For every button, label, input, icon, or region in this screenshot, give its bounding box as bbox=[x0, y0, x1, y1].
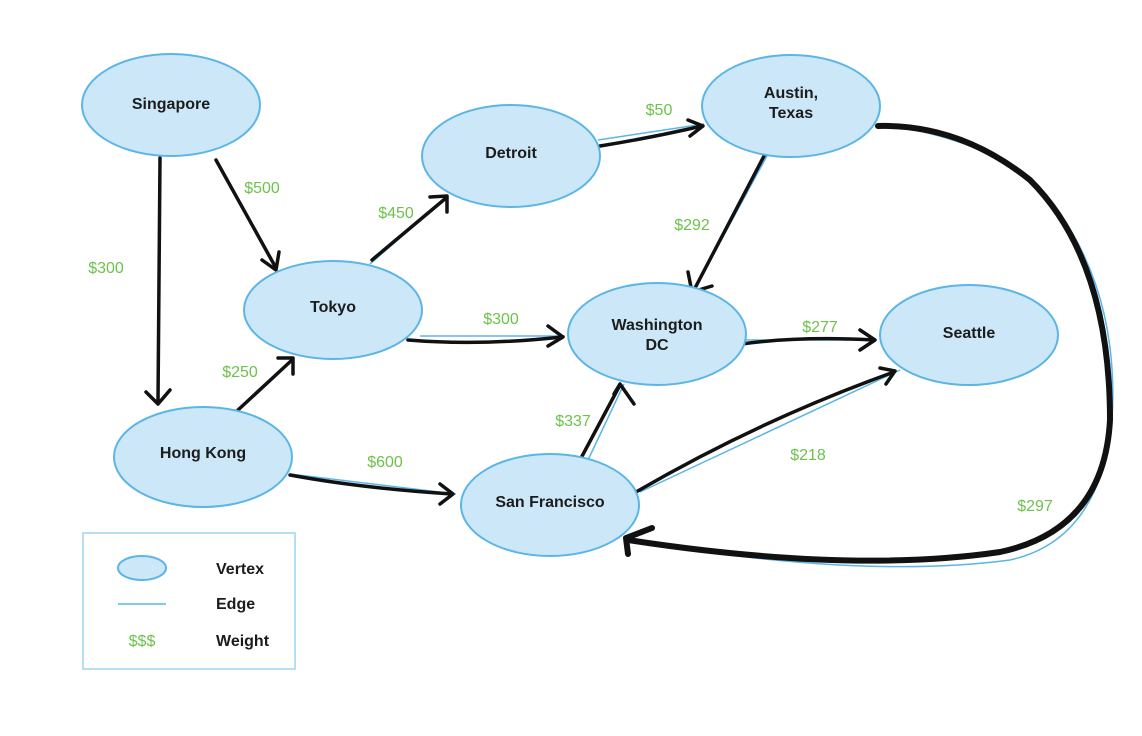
weight-hongkong-tokyo: $250 bbox=[222, 364, 258, 381]
vertex-tokyo[interactable]: Tokyo bbox=[243, 260, 423, 360]
vertex-seattle[interactable]: Seattle bbox=[879, 284, 1059, 386]
edge-singapore-hongkong bbox=[144, 156, 172, 406]
legend-vertex-swatch bbox=[117, 555, 167, 581]
vertex-singapore[interactable]: Singapore bbox=[81, 53, 261, 157]
legend-vertex-label: Vertex bbox=[216, 561, 264, 578]
edge-sanfrancisco-washington bbox=[578, 382, 636, 462]
legend-edge-label: Edge bbox=[216, 596, 255, 613]
legend-weight-label: Weight bbox=[216, 633, 270, 650]
weight-sanfrancisco-washington: $337 bbox=[555, 413, 591, 430]
vertex-label-tokyo: Tokyo bbox=[310, 299, 356, 316]
vertex-label-texas: Texas bbox=[769, 105, 813, 122]
edge-detroit-austin bbox=[597, 118, 705, 148]
edge-hongkong-tokyo bbox=[236, 356, 295, 412]
weight-tokyo-detroit: $450 bbox=[378, 205, 414, 222]
vertex-austin-texas[interactable]: Austin, Texas bbox=[701, 54, 881, 158]
edge-austin-sanfrancisco bbox=[623, 122, 1114, 568]
edge-washington-seattle bbox=[740, 328, 877, 352]
weight-singapore-tokyo: $500 bbox=[244, 180, 280, 197]
vertex-label-washington: Washington bbox=[612, 317, 703, 334]
legend: Vertex Edge $$$ Weight bbox=[82, 532, 296, 670]
vertex-label-detroit: Detroit bbox=[485, 145, 537, 162]
edge-tokyo-detroit bbox=[369, 194, 449, 265]
weight-singapore-hongkong: $300 bbox=[88, 260, 124, 277]
vertex-label-hong-kong: Hong Kong bbox=[160, 445, 246, 462]
vertex-san-francisco[interactable]: San Francisco bbox=[460, 453, 640, 557]
weight-washington-seattle: $277 bbox=[802, 319, 838, 336]
edge-singapore-tokyo bbox=[214, 158, 281, 272]
weight-labels: $300 $500 $450 $250 $300 $600 $50 $292 $… bbox=[88, 102, 1053, 515]
vertex-label-singapore: Singapore bbox=[132, 96, 210, 113]
weight-austin-sanfrancisco: $297 bbox=[1017, 498, 1053, 515]
edge-sanfrancisco-seattle bbox=[634, 366, 901, 494]
vertex-hong-kong[interactable]: Hong Kong bbox=[113, 406, 293, 508]
vertex-label-austin: Austin, bbox=[764, 85, 818, 102]
edge-tokyo-washington bbox=[406, 324, 565, 348]
weight-detroit-austin: $50 bbox=[646, 102, 673, 119]
vertex-detroit[interactable]: Detroit bbox=[421, 104, 601, 208]
edge-layer bbox=[144, 118, 1114, 568]
vertex-washington-dc[interactable]: Washington DC bbox=[567, 282, 747, 386]
weight-tokyo-washington: $300 bbox=[483, 311, 519, 328]
vertex-label-dc: DC bbox=[645, 337, 669, 354]
vertex-label-seattle: Seattle bbox=[943, 325, 996, 342]
legend-weight-symbol: $$$ bbox=[129, 633, 156, 650]
weight-austin-washington: $292 bbox=[674, 217, 710, 234]
weight-sanfrancisco-seattle: $218 bbox=[790, 447, 826, 464]
legend-box bbox=[82, 532, 296, 670]
edge-hongkong-sanfrancisco bbox=[288, 473, 457, 506]
vertex-label-san-francisco: San Francisco bbox=[495, 494, 605, 511]
weight-hongkong-sanfrancisco: $600 bbox=[367, 454, 403, 471]
